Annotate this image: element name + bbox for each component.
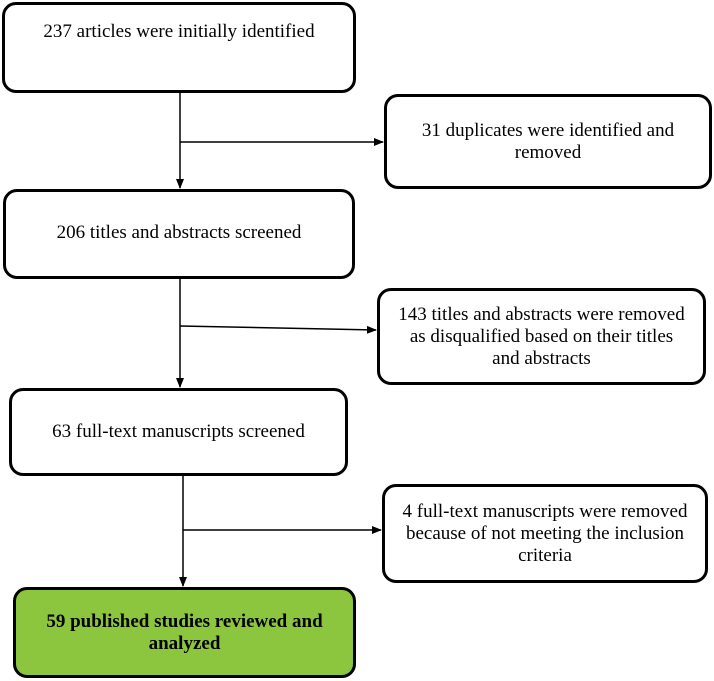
titles-abstracts-removed-text: 143 titles and abstracts were removed as…	[398, 303, 685, 369]
final-included-studies-text: 59 published studies reviewed and analyz…	[46, 610, 323, 654]
titles-abstracts-screened-box: 206 titles and abstracts screened	[3, 189, 355, 279]
duplicates-removed-box: 31 duplicates were identified and remove…	[384, 94, 712, 189]
titles-abstracts-screened-text: 206 titles and abstracts screened	[56, 222, 302, 243]
fulltext-screened-box: 63 full-text manuscripts screened	[9, 388, 348, 476]
fulltext-screened-text: 63 full-text manuscripts screened	[52, 421, 305, 442]
fulltext-excluded-text: 4 full-text manuscripts were removed bec…	[402, 500, 688, 566]
duplicates-removed-text: 31 duplicates were identified and remove…	[421, 119, 675, 163]
final-included-studies-box: 59 published studies reviewed and analyz…	[13, 587, 356, 678]
arrow-to-removed	[179, 325, 377, 334]
titles-abstracts-removed-box: 143 titles and abstracts were removed as…	[377, 288, 706, 385]
initial-articles-box: 237 articles were initially identified	[2, 2, 356, 93]
fulltext-excluded-box: 4 full-text manuscripts were removed bec…	[382, 484, 708, 583]
initial-articles-text: 237 articles were initially identified	[43, 21, 315, 42]
